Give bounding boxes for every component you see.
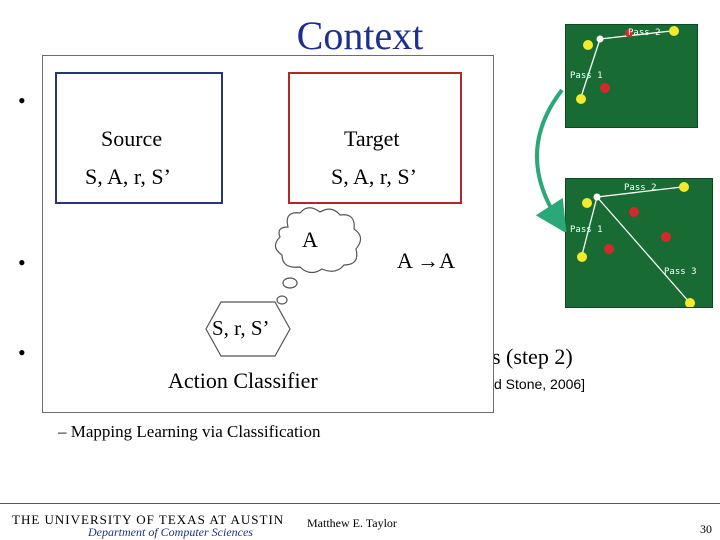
top-pass2-label: Pass 2 — [628, 28, 661, 38]
source-label: Source — [101, 126, 163, 151]
target-label: Target — [344, 126, 400, 151]
bottom-pass2-label: Pass 2 — [624, 183, 657, 193]
top-pass1-label: Pass 1 — [570, 71, 603, 81]
department-name: Department of Computer Sciences — [88, 525, 253, 539]
citation-partial: d Stone, 2006] — [494, 376, 586, 392]
bottom-pass1-label: Pass 1 — [570, 225, 603, 235]
target-tuple: S, A, r, S’ — [331, 164, 417, 189]
author-name: Matthew E. Taylor — [307, 516, 397, 530]
source-box — [55, 72, 223, 204]
thought-cloud-icon — [272, 207, 362, 318]
footer-divider — [0, 503, 720, 504]
source-tuple: S, A, r, S’ — [85, 164, 171, 189]
keepaway-field-bottom: Pass 2 Pass 1 Pass 3 — [565, 178, 713, 308]
target-box — [288, 72, 462, 204]
curved-arrow-icon — [534, 88, 567, 232]
bullet-marker-3: • — [18, 340, 26, 365]
mapping-label: A →A — [397, 248, 456, 273]
bottom-pass3-label: Pass 3 — [664, 267, 697, 277]
hexagon-label: S, r, S’ — [212, 316, 270, 340]
university-name: THE UNIVERSITY OF TEXAS AT AUSTIN — [12, 512, 285, 527]
keepaway-field-top: Pass 2 Pass 1 — [565, 24, 698, 128]
bullet-marker-1: • — [18, 88, 26, 113]
bullet-marker-2: • — [18, 250, 26, 275]
page-number: 30 — [700, 522, 712, 536]
thought-label: A — [302, 227, 318, 252]
hexagon-shape — [205, 301, 291, 357]
bullet-text-partial: s (step 2) — [492, 344, 573, 369]
slide-title: Context — [296, 13, 424, 58]
action-classifier-label: Action Classifier — [168, 368, 318, 393]
sub-bullet: – Mapping Learning via Classification — [58, 422, 321, 441]
